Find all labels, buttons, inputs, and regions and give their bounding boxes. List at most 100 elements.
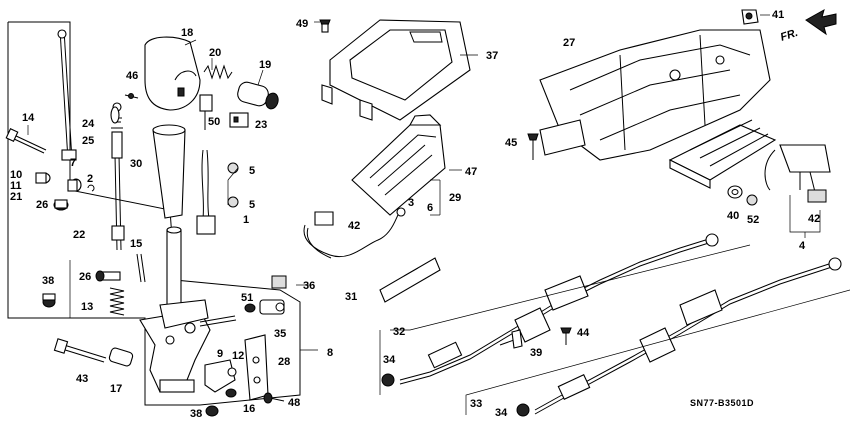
nut-26a [53,199,69,211]
callout-21: 21 [10,191,22,203]
trim-31 [379,257,441,303]
callouts: 1 2 3 4 5 5 6 7 8 9 10 11 12 13 14 15 16… [10,9,820,420]
cable-33 [516,257,842,417]
bolt-43 [53,338,107,363]
switch-50 [199,94,213,130]
bolt-51-35 [244,299,285,315]
bolt-48 [263,392,285,404]
callout-25: 25 [82,135,94,147]
callout-44: 44 [577,327,590,339]
callout-36: 36 [303,280,315,292]
nut-38b [205,405,219,417]
callout-41: 41 [772,9,784,21]
cable-frame [379,244,850,415]
callout-42a: 42 [348,220,360,232]
callout-50: 50 [208,116,220,128]
callout-18: 18 [181,27,193,39]
diagram-code: SN77-B3501D [690,398,754,408]
callout-38a: 38 [42,275,54,287]
callout-24: 24 [82,118,95,130]
callout-20: 20 [209,47,221,59]
leader-lines [27,14,770,351]
direction-arrow [805,8,837,36]
bracket-4-lines [789,195,821,238]
bolt-39 [499,329,523,349]
callout-39: 39 [530,347,542,359]
callout-29: 29 [449,192,461,204]
callout-27: 27 [563,37,575,49]
callout-34a: 34 [383,354,396,366]
small-bushings [35,172,95,192]
button-19 [237,81,279,110]
parts-24-25 [110,106,120,124]
callout-52: 52 [747,214,759,226]
callout-7: 7 [70,157,76,169]
indicator-panel [351,114,446,216]
callout-11: 11 [10,180,22,192]
callout-5a: 5 [249,165,255,177]
clip-41 [741,9,759,25]
console-cover-37 [321,19,471,121]
callout-16: 16 [243,403,255,415]
callout-38b: 38 [190,408,202,420]
callout-45: 45 [505,137,517,149]
nut-38a [42,293,56,308]
callout-22: 22 [73,229,85,241]
callout-46: 46 [126,70,138,82]
wire-harness [196,149,216,235]
callout-31: 31 [345,291,357,303]
callout-14: 14 [22,112,35,124]
control-unit [668,119,831,203]
cable-32 [381,233,719,387]
callout-10: 10 [10,169,22,181]
clip-36 [271,275,287,289]
switch-23 [229,112,249,128]
callout-42b: 42 [808,213,820,225]
callout-26b: 26 [79,271,91,283]
callout-23: 23 [255,119,267,131]
nut-40-52 [727,185,758,206]
callout-19: 19 [259,59,271,71]
callout-47: 47 [465,166,477,178]
callout-37: 37 [486,50,498,62]
spring-20 [203,64,233,80]
callout-35: 35 [274,328,286,340]
bolt-44 [560,327,572,345]
callout-2: 2 [87,173,93,185]
bolt-45 [527,133,539,160]
nut-26b [95,270,121,282]
callout-1: 1 [243,214,249,226]
callout-17: 17 [110,383,122,395]
callout-51: 51 [241,292,253,304]
callout-34b: 34 [495,407,508,419]
callout-28: 28 [278,356,290,368]
callout-30: 30 [130,158,142,170]
boot-30 [152,124,186,219]
callout-9: 9 [217,348,223,360]
callout-8: 8 [327,347,333,359]
bracket-27 [539,29,771,161]
bolt-14 [5,128,47,154]
direction-label: FR. [779,27,800,44]
callout-6: 6 [427,202,433,214]
shift-knob-18 [144,36,201,111]
detent-parts [204,359,237,398]
callout-49: 49 [296,18,308,30]
control-rod [111,102,125,251]
callout-43: 43 [76,373,88,385]
callout-26a: 26 [36,199,48,211]
callout-40: 40 [727,210,739,222]
callout-15: 15 [130,238,142,250]
callout-13: 13 [81,301,93,313]
callout-3: 3 [408,197,414,209]
pin-15 [136,253,146,283]
callout-4: 4 [799,240,806,252]
shift-bracket [139,226,237,393]
screw-46 [124,93,139,99]
callout-32: 32 [393,326,405,338]
callout-48: 48 [288,397,300,409]
spring-13 [109,287,125,316]
callout-33: 33 [470,398,482,410]
shift-rod [57,29,77,161]
